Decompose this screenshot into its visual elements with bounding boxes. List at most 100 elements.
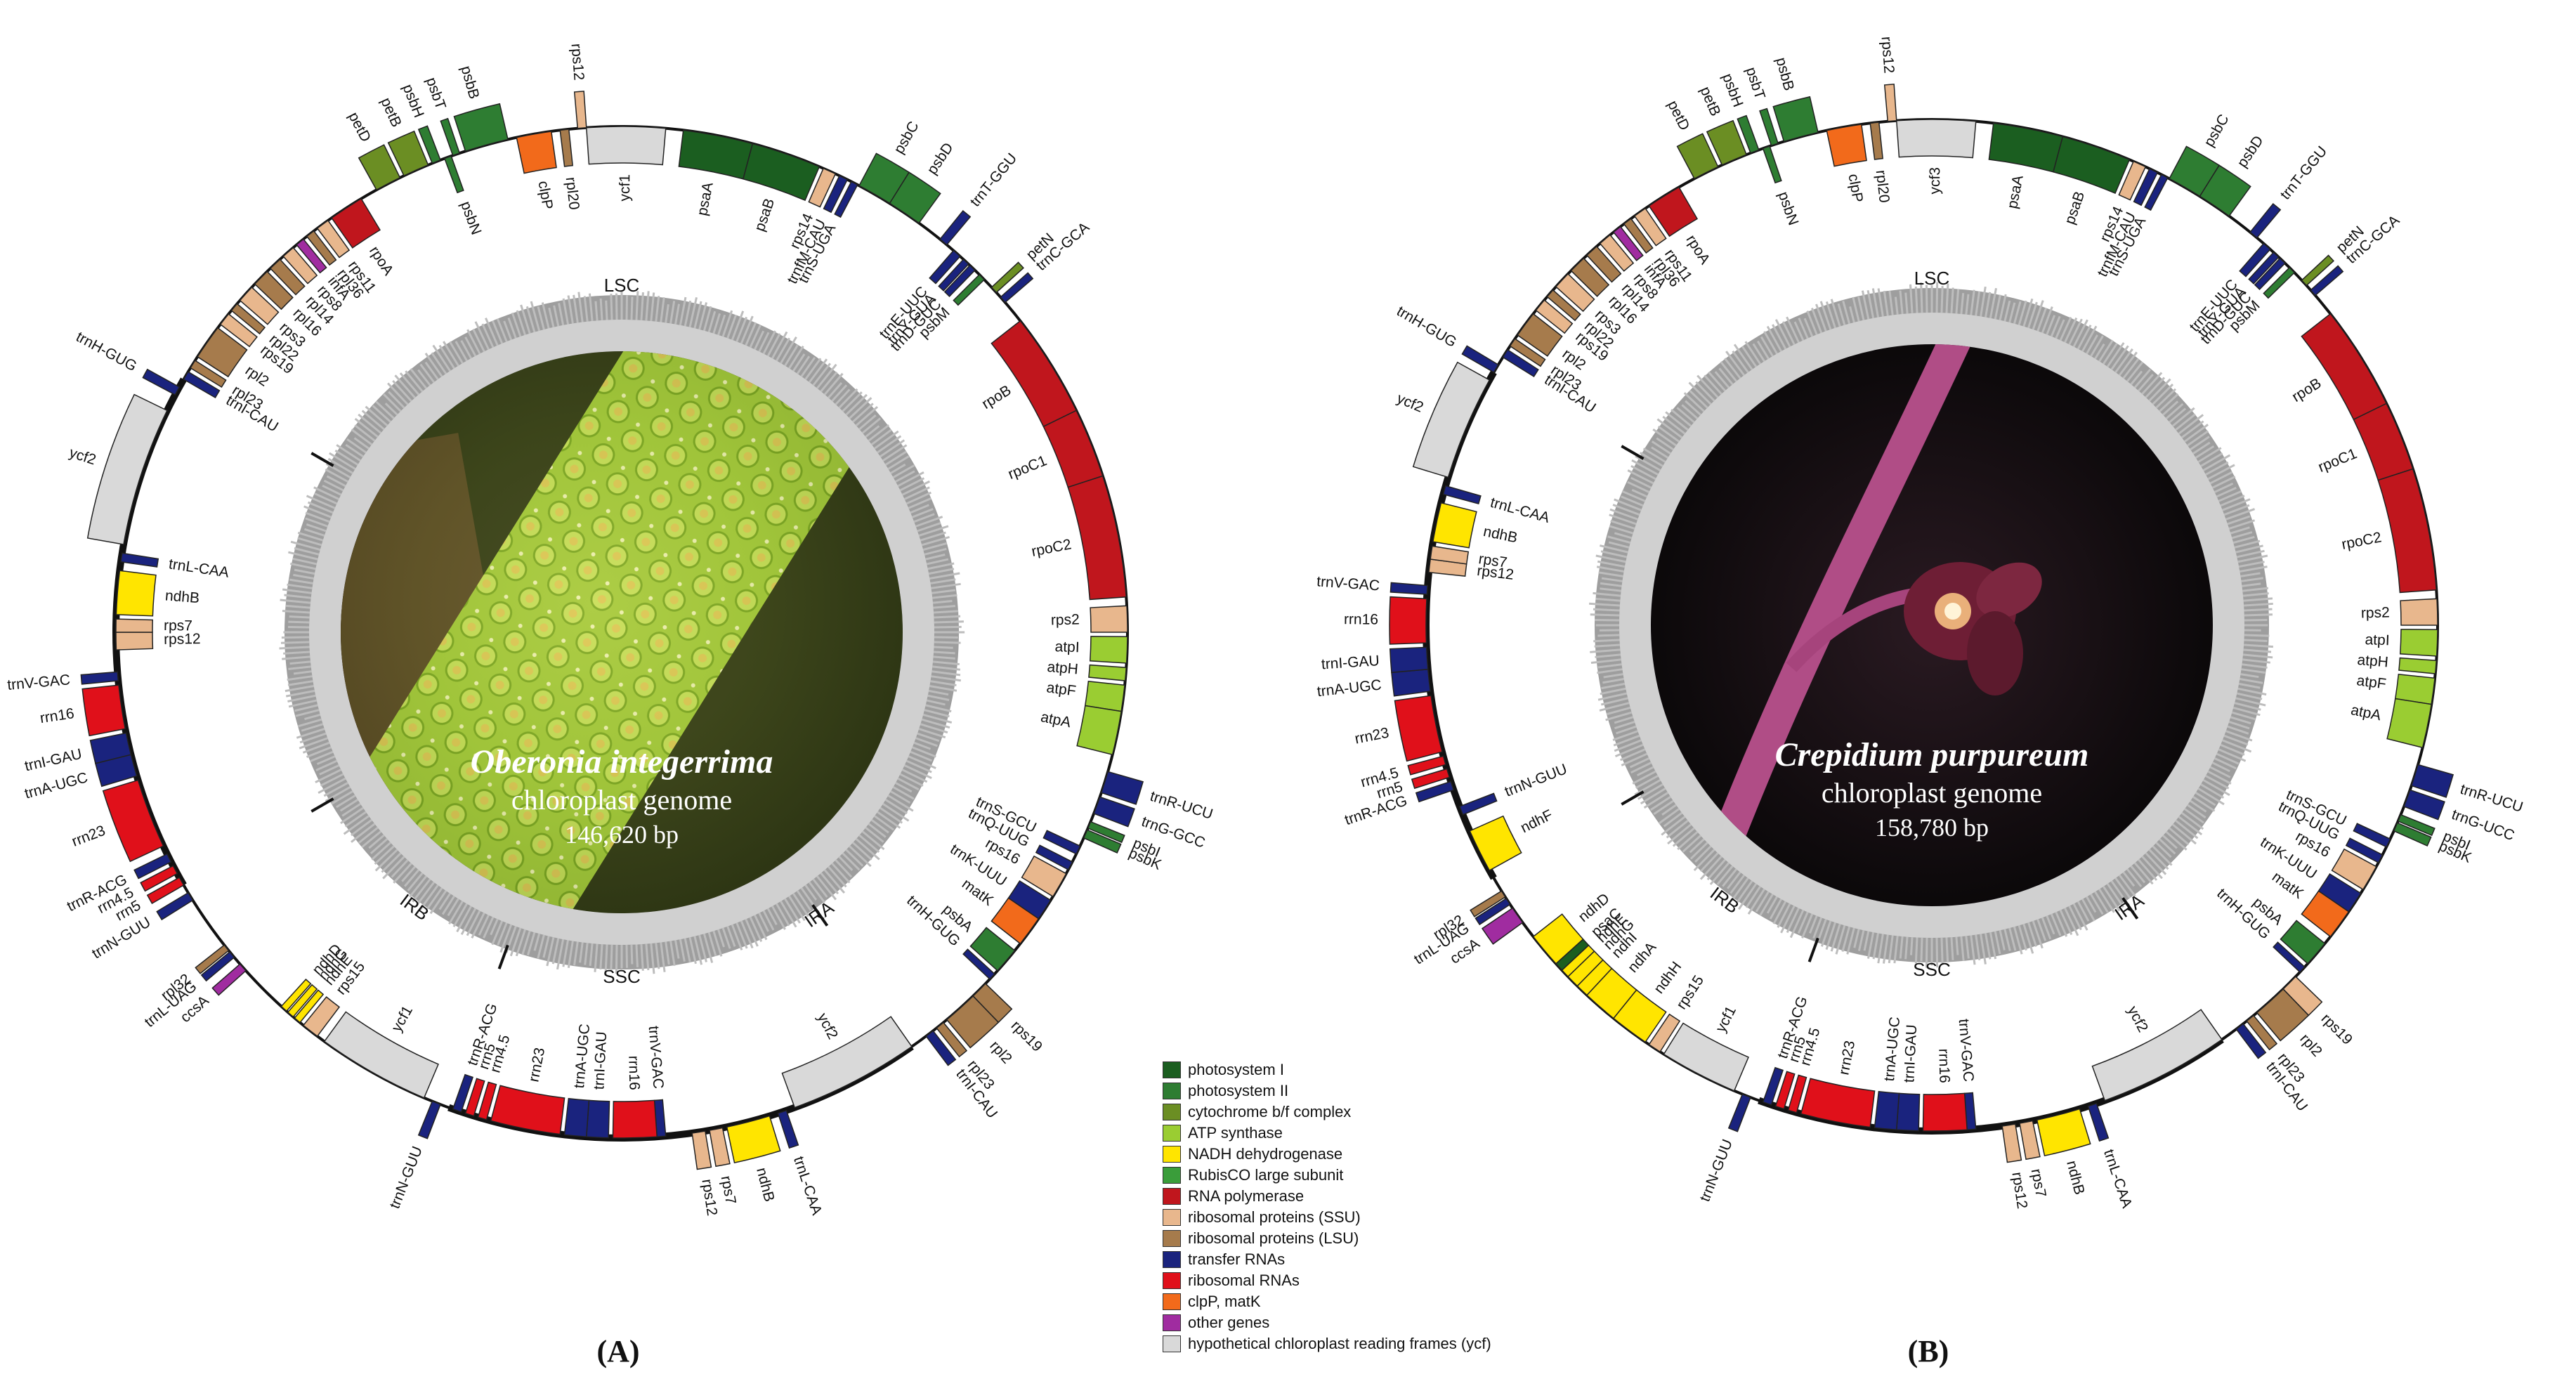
- gene-label: rpl2: [2296, 1031, 2325, 1059]
- gene-label: psbC: [2201, 112, 2232, 150]
- gene-label: rpl2: [986, 1038, 1015, 1066]
- gene-trnN-GUU: trnN-GUU: [1696, 1093, 1751, 1204]
- gene-label: rrn23: [525, 1047, 548, 1084]
- legend-item-rnap: RNA polymerase: [1163, 1186, 1668, 1207]
- gene-label: psbN: [457, 199, 484, 237]
- legend-swatch: [1163, 1146, 1181, 1163]
- gene-rps12: rps12: [115, 631, 201, 651]
- gene-atpH: atpH: [1047, 659, 1127, 681]
- gene-ycf1: ycf1: [1663, 1003, 1749, 1092]
- gene-label: trnA-UGC: [571, 1023, 593, 1089]
- legend-label: cytochrome b/f complex: [1188, 1103, 1352, 1120]
- gene-label: ndhB: [2063, 1159, 2088, 1196]
- legend-swatch: [1163, 1251, 1181, 1268]
- gene-label: trnH-GUG: [1394, 303, 1459, 351]
- legend-item-trna: transfer RNAs: [1163, 1249, 1668, 1270]
- gene-label: ycf2: [814, 1010, 841, 1042]
- gene-label: rrn23: [1354, 725, 1391, 747]
- gene-label: psbB: [1772, 55, 1797, 92]
- legend-label: ribosomal RNAs: [1188, 1272, 1300, 1289]
- gene-label: rps19: [1008, 1017, 1045, 1054]
- gene-label: trnA-UGC: [23, 769, 90, 802]
- gene-label: trnH-GUG: [73, 329, 139, 374]
- gene-trnL-CAA: trnL-CAA: [2087, 1102, 2135, 1210]
- gene-trnL-CAA: trnL-CAA: [777, 1109, 825, 1217]
- gene-label: ycf2: [2124, 1003, 2151, 1035]
- gene-label: trnI-GAU: [591, 1031, 610, 1090]
- gene-rps12: rps12: [2001, 1123, 2030, 1210]
- gene-label: atpF: [1045, 679, 1077, 699]
- gene-label: trnL-CAA: [790, 1154, 825, 1217]
- gene-label: rpl2: [242, 362, 272, 390]
- gene-rpoC1: rpoC1: [1006, 410, 1104, 488]
- gene-rpl2: rpl2: [197, 327, 272, 390]
- gene-atpH: atpH: [2357, 652, 2438, 674]
- gene-label: trnI-GAU: [1321, 653, 1380, 672]
- gene-label: psbH: [1719, 72, 1746, 110]
- purple-flower-photo: [1651, 344, 2213, 906]
- legend-swatch: [1163, 1293, 1181, 1310]
- gene-atpI: atpI: [1054, 636, 1128, 664]
- gene-label: ycf1: [388, 1003, 416, 1035]
- legend-swatch: [1163, 1230, 1181, 1247]
- gene-psbB: psbB: [1772, 55, 1819, 143]
- legend-swatch: [1163, 1188, 1181, 1205]
- gene-label: trnT-GGU: [2277, 143, 2331, 203]
- legend-item-atp: ATP synthase: [1163, 1123, 1668, 1144]
- gene-atpF: atpF: [1045, 679, 1125, 712]
- genome-length: 158,780 bp: [1875, 813, 1989, 842]
- gene-label: ycf3: [1927, 167, 1943, 195]
- gene-atpF: atpF: [2355, 672, 2436, 705]
- gene-rrn16: rrn16: [39, 684, 126, 737]
- gene-label: trnL-CAA: [1489, 495, 1551, 526]
- gene-clpP: clpP: [516, 131, 557, 211]
- gene-label: rps12: [568, 43, 587, 81]
- gene-label: rrn23: [1836, 1040, 1858, 1077]
- legend-label: ribosomal proteins (LSU): [1188, 1229, 1359, 1247]
- gene-label: trnV-GAC: [6, 672, 71, 693]
- gene-rrn16: rrn16: [1344, 596, 1427, 645]
- gene-label: psbD: [2234, 133, 2266, 171]
- legend-label: photosystem II: [1188, 1082, 1289, 1099]
- gene-rps12: rps12: [568, 43, 587, 129]
- gene-trnH-GUG: trnH-GUG: [1394, 303, 1499, 374]
- gene-label: trnV-GAC: [646, 1025, 667, 1089]
- legend-swatch: [1163, 1209, 1181, 1226]
- gene-label: trnI-GAU: [23, 746, 84, 775]
- legend-label: clpP, matK: [1188, 1293, 1261, 1310]
- legend-label: RNA polymerase: [1188, 1187, 1305, 1205]
- gene-label: rps12: [1878, 36, 1897, 74]
- legend-label: transfer RNAs: [1188, 1250, 1286, 1268]
- legend-swatch: [1163, 1125, 1181, 1142]
- gene-label: trnN-GUU: [1503, 761, 1569, 800]
- legend-item-rubisco: RubisCO large subunit: [1163, 1165, 1668, 1186]
- gene-psbN: psbN: [1762, 145, 1801, 228]
- gene-rrn16: rrn16: [612, 1055, 658, 1139]
- gene-rpl20: rpl20: [559, 129, 582, 211]
- legend-item-other: other genes: [1163, 1312, 1668, 1333]
- species-name: Crepidium purpureum: [1775, 736, 2089, 773]
- gene-atpI: atpI: [2365, 629, 2438, 657]
- gene-label: trnN-GUU: [386, 1144, 426, 1211]
- gene-label: atpI: [2365, 632, 2390, 648]
- gene-ndhB: ndhB: [2036, 1108, 2091, 1196]
- gene-label: rps7: [2028, 1168, 2049, 1198]
- gene-label: rpl20: [1873, 169, 1892, 204]
- gene-label: rps12: [164, 631, 201, 648]
- gene-label: petB: [1697, 84, 1724, 119]
- gene-rpoB: rpoB: [2289, 313, 2388, 421]
- gene-label: trnA-UGC: [1881, 1016, 1903, 1082]
- gene-trnT-GGU: trnT-GGU: [2249, 143, 2331, 239]
- gene-label: rrn16: [1344, 611, 1378, 627]
- gene-psaA: psaA: [1988, 122, 2064, 210]
- gene-label: ycf2: [1394, 391, 1425, 416]
- gene-psbB: psbB: [453, 64, 509, 152]
- gene-label: rrn23: [70, 823, 107, 850]
- legend-item-rrna: ribosomal RNAs: [1163, 1270, 1668, 1291]
- legend-label: ribosomal proteins (SSU): [1188, 1208, 1361, 1226]
- gene-label: rps7: [718, 1175, 739, 1205]
